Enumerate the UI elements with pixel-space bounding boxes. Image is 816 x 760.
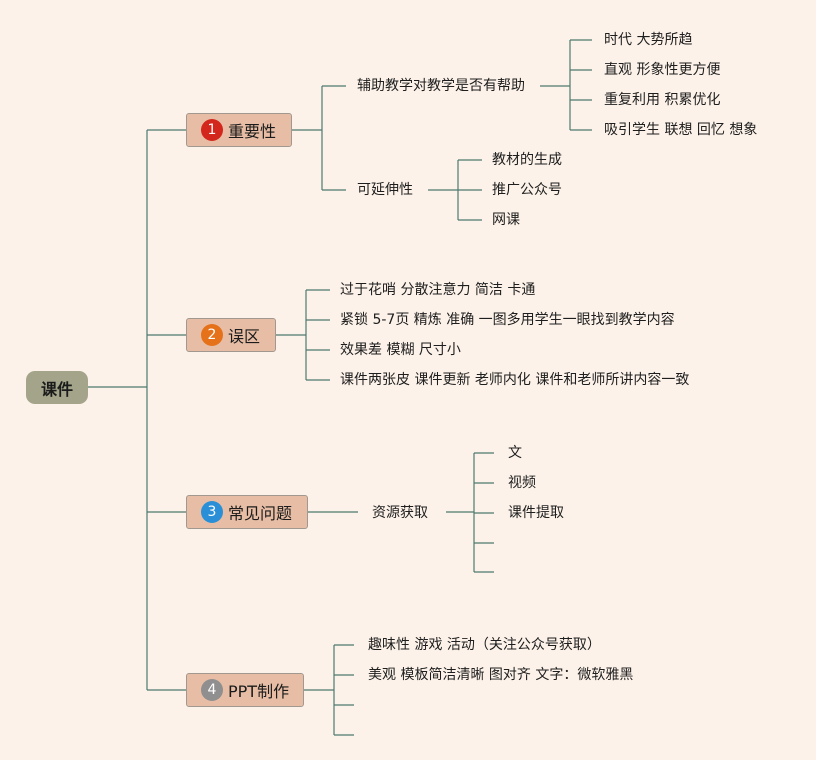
leaf-label[interactable]: 效果差 模糊 尺寸小: [340, 342, 461, 358]
leaf-label[interactable]: 课件两张皮 课件更新 老师内化 课件和老师所讲内容一致: [340, 372, 690, 388]
leaf-label[interactable]: 网课: [492, 212, 520, 228]
badge-number-1: 1: [201, 119, 223, 141]
leaf-label[interactable]: 视频: [508, 475, 536, 491]
leaf-label[interactable]: 时代 大势所趋: [604, 32, 693, 48]
branch-label: 重要性: [228, 122, 277, 141]
leaf-label[interactable]: 紧锁 5-7页 精炼 准确 一图多用学生一眼找到教学内容: [340, 312, 675, 328]
root-label: 课件: [40, 379, 73, 399]
leaf-label[interactable]: 教材的生成: [492, 152, 562, 168]
leaf-label[interactable]: 直观 形象性更方便: [604, 62, 721, 78]
leaf-label[interactable]: 美观 模板简洁清晰 图对齐 文字：微软雅黑: [368, 667, 634, 683]
branch-node-misconceptions[interactable]: 2 误区: [186, 318, 276, 352]
leaf-label[interactable]: 推广公众号: [492, 182, 562, 198]
badge-number-2: 2: [201, 324, 223, 346]
branch-node-common-questions[interactable]: 3 常见问题: [186, 495, 308, 529]
leaf-label[interactable]: 吸引学生 联想 回忆 想象: [604, 122, 758, 138]
branch-node-importance[interactable]: 1 重要性: [186, 113, 292, 147]
topic-label[interactable]: 资源获取: [372, 505, 428, 521]
branch-label: PPT制作: [228, 682, 290, 701]
leaf-label[interactable]: 课件提取: [508, 505, 564, 521]
topic-label[interactable]: 辅助教学对教学是否有帮助: [357, 78, 525, 94]
leaf-label[interactable]: 过于花哨 分散注意力 简洁 卡通: [340, 282, 536, 298]
badge-number-3: 3: [201, 501, 223, 523]
branch-label: 误区: [228, 327, 261, 346]
leaf-label[interactable]: 趣味性 游戏 活动（关注公众号获取）: [368, 637, 601, 653]
root-node[interactable]: 课件: [26, 371, 88, 404]
branch-node-ppt-making[interactable]: 4 PPT制作: [186, 673, 304, 707]
badge-number-4: 4: [201, 679, 223, 701]
branch-label: 常见问题: [228, 504, 293, 523]
leaf-label[interactable]: 文: [508, 445, 522, 461]
leaf-label[interactable]: 重复利用 积累优化: [604, 92, 721, 108]
topic-label[interactable]: 可延伸性: [357, 182, 413, 198]
